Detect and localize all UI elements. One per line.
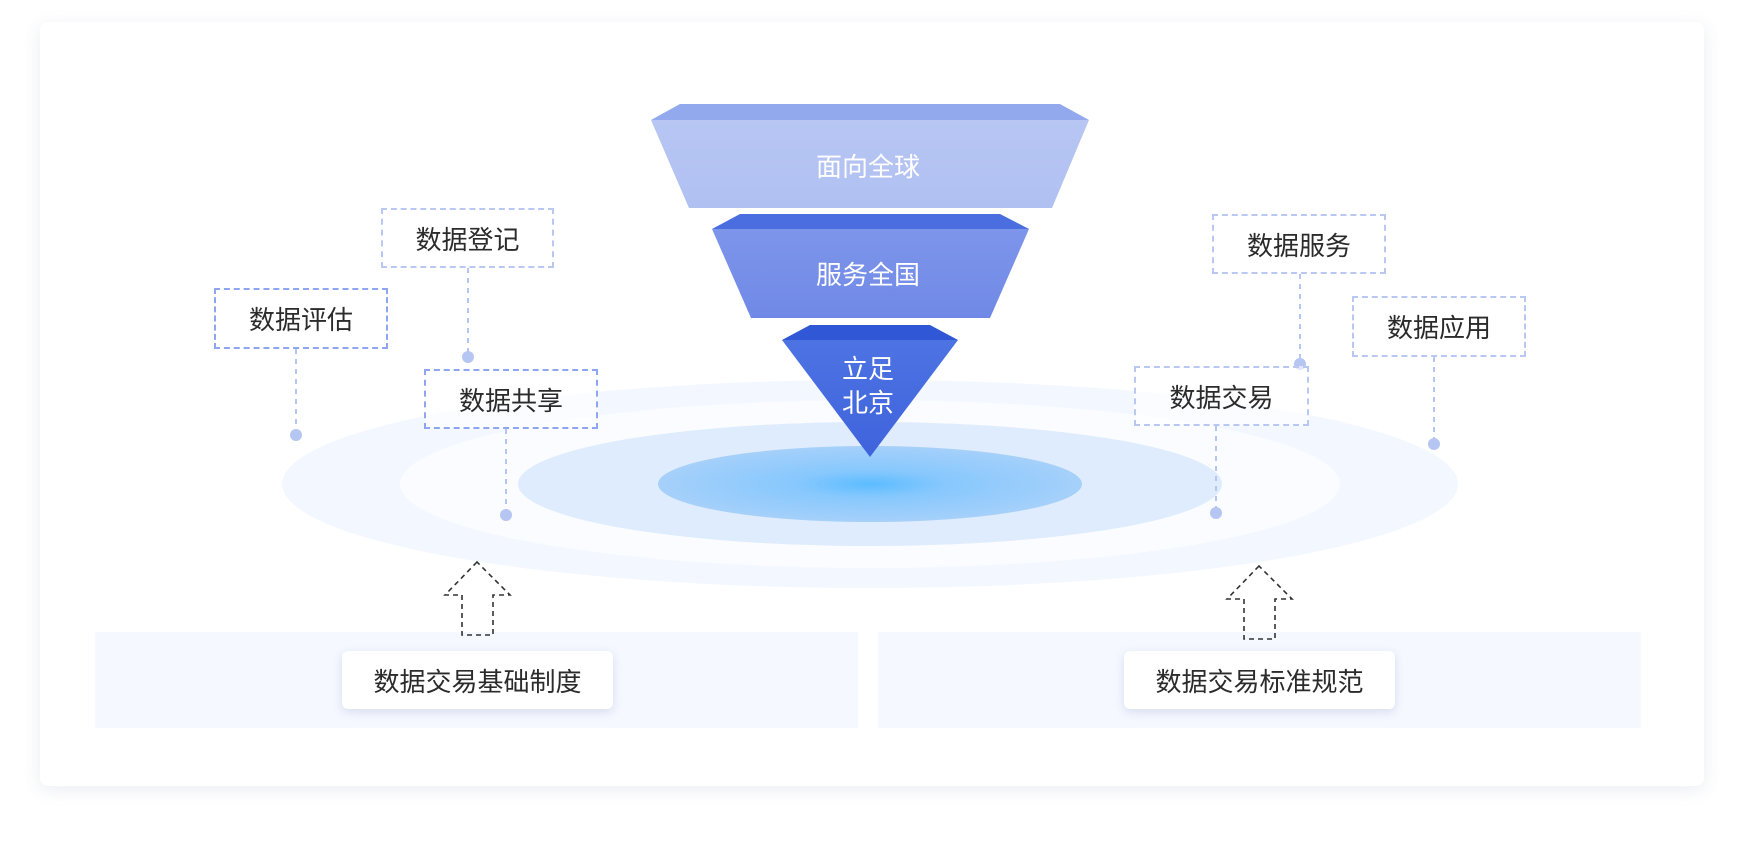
dot-registration: [462, 351, 474, 363]
tier-bottom-body: [782, 340, 958, 457]
dot-trading: [1210, 507, 1222, 519]
foundation-label-left: 数据交易基础制度: [342, 651, 613, 709]
tier-mid-body: [712, 229, 1029, 318]
up-arrow-right-icon: [1225, 564, 1294, 640]
tag-data-application: 数据应用: [1352, 296, 1526, 357]
dot-sharing: [500, 509, 512, 521]
tag-data-trading: 数据交易: [1134, 366, 1309, 426]
tier-top-cap: [651, 104, 1089, 120]
ring-core: [658, 446, 1082, 522]
tier-bottom-label-line1: 立足: [842, 355, 894, 385]
tier-mid-label: 服务全国: [816, 261, 920, 291]
connectors: [295, 268, 1435, 513]
dot-application: [1428, 438, 1440, 450]
tier-top-label: 面向全球: [816, 153, 920, 183]
tag-data-registration: 数据登记: [381, 208, 554, 268]
tier-top-body: [651, 120, 1089, 208]
up-arrow-left-icon: [443, 560, 512, 636]
tag-data-service: 数据服务: [1212, 214, 1386, 274]
tier-bottom-cap: [782, 325, 958, 340]
tier-mid-cap: [712, 214, 1029, 229]
foundation-label-right: 数据交易标准规范: [1124, 651, 1395, 709]
tier-bottom-label-line2: 北京: [842, 389, 894, 419]
dot-evaluation: [290, 429, 302, 441]
tag-data-sharing: 数据共享: [424, 369, 598, 429]
tag-data-evaluation: 数据评估: [214, 288, 388, 349]
